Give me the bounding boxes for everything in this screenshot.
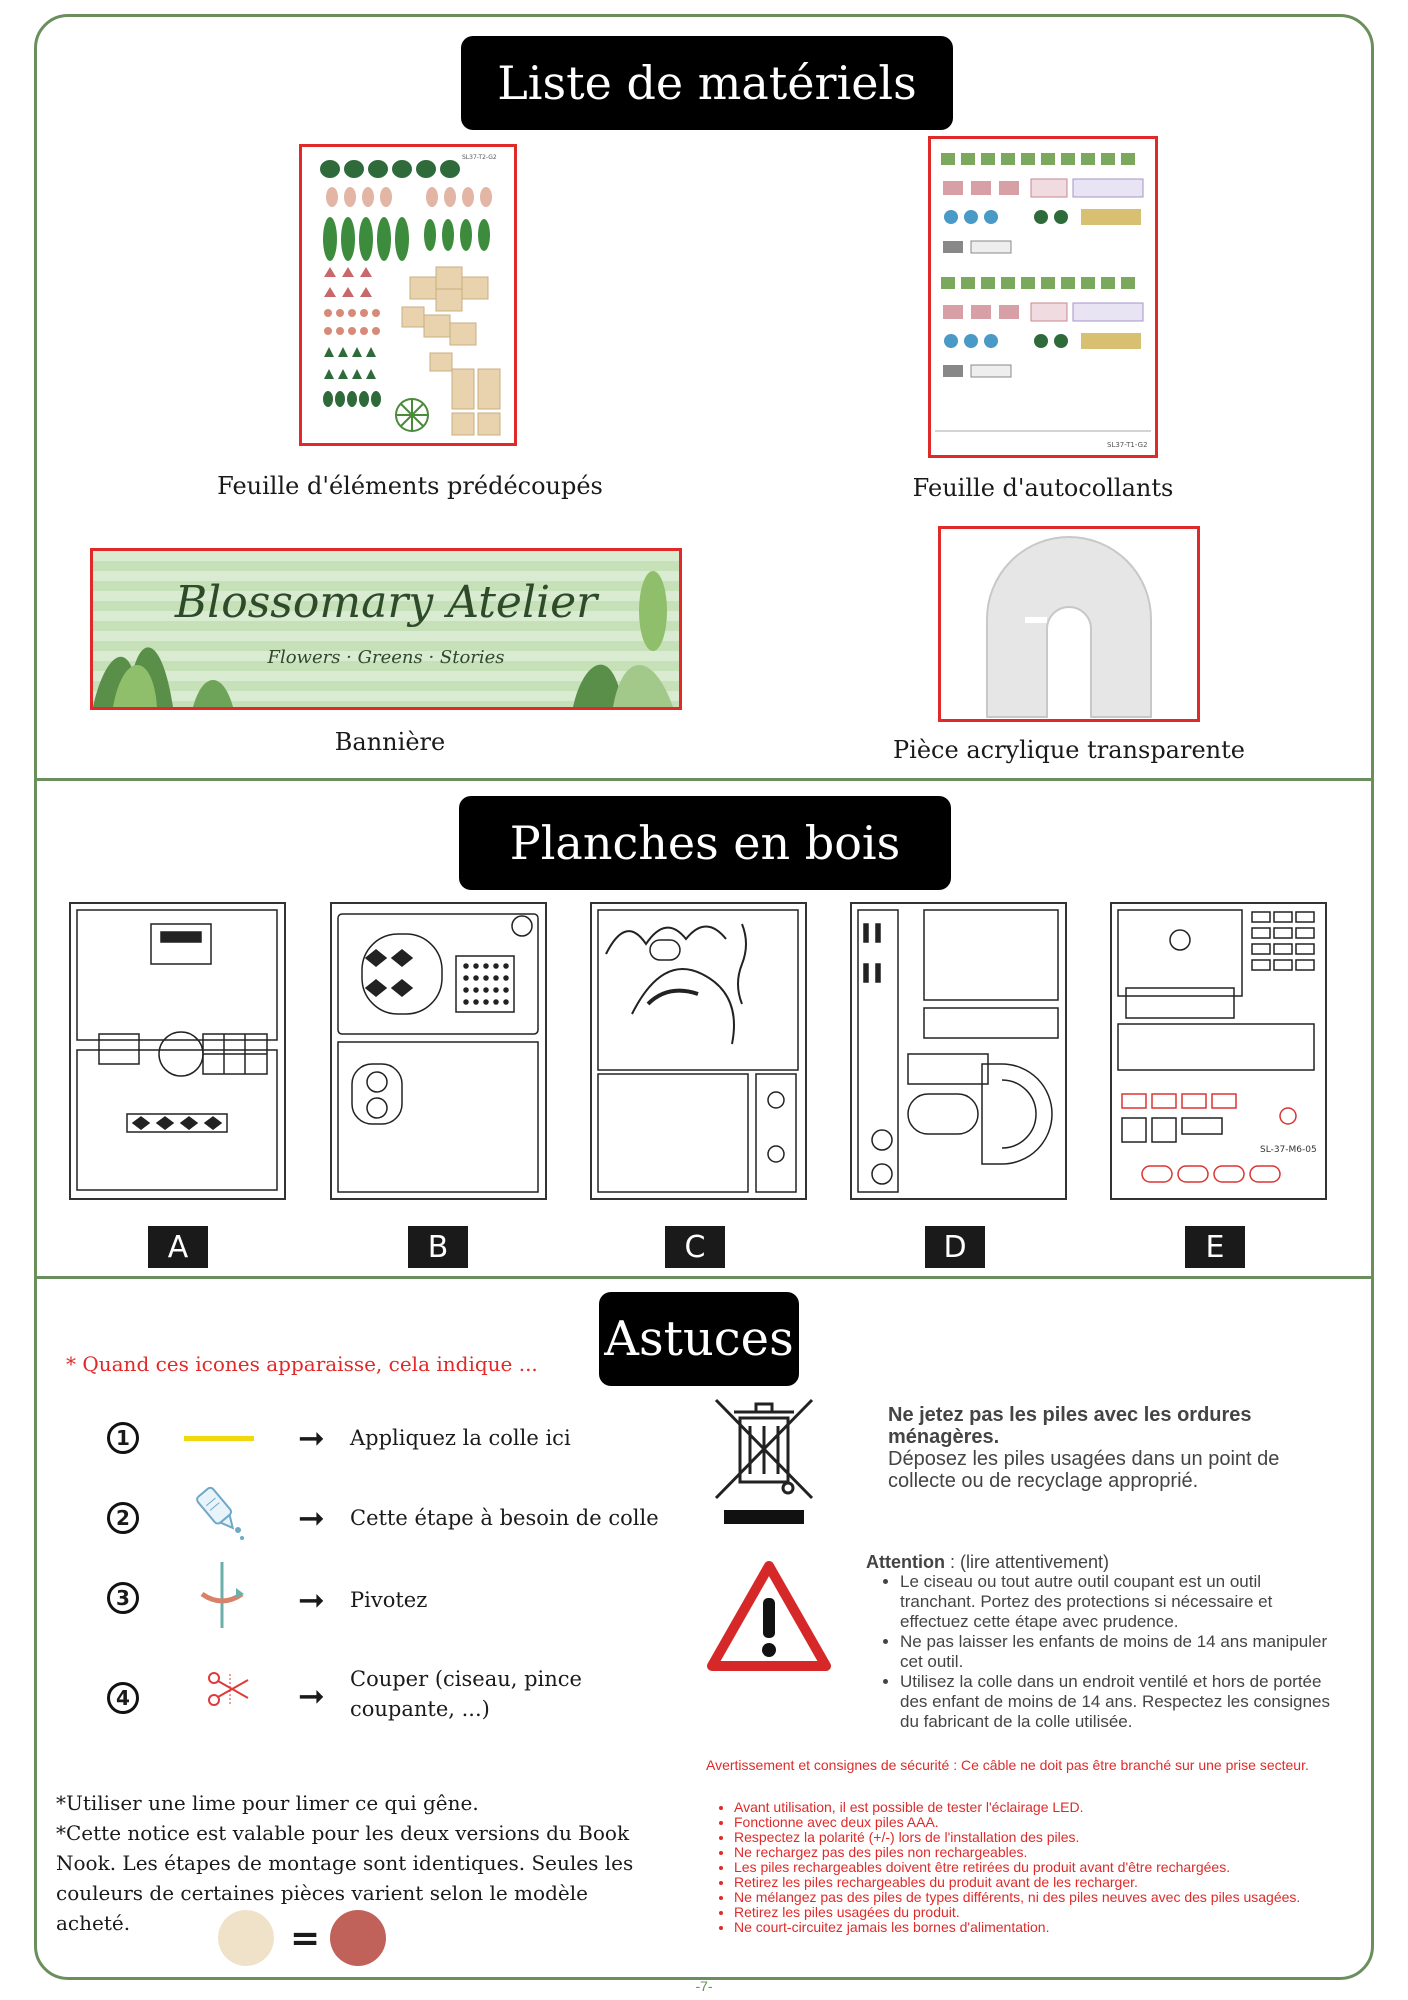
attention-item: Utilisez la colle dans un endroit ventil… xyxy=(900,1672,1340,1732)
board-label-c: C xyxy=(665,1226,725,1268)
safety-item: Retirez les piles usagées du produit. xyxy=(734,1905,1334,1920)
banner-subtitle: Flowers · Greens · Stories xyxy=(267,647,505,668)
page-number: -7- xyxy=(695,1978,713,1994)
board-label-d: D xyxy=(925,1226,985,1268)
arrow-icon: ➞ xyxy=(298,1677,325,1715)
safety-heading: Avertissement et consignes de sécurité :… xyxy=(706,1757,1309,1773)
attention-label: Attention xyxy=(866,1552,945,1572)
tips-intro: * Quand ces icones apparaisse, cela indi… xyxy=(66,1352,538,1376)
acrylic-piece-image xyxy=(938,526,1200,722)
attention-item: Ne pas laisser les enfants de moins de 1… xyxy=(900,1632,1340,1672)
safety-item: Les piles rechargeables doivent être ret… xyxy=(734,1860,1334,1875)
board-label-a: A xyxy=(148,1226,208,1268)
page-frame xyxy=(34,14,1374,1980)
arrow-icon: ➞ xyxy=(298,1499,325,1537)
tip-text-4: Couper (ciseau, pince coupante, ...) xyxy=(350,1667,582,1721)
attention-suffix: : (lire attentivement) xyxy=(944,1552,1110,1572)
safety-item: Respectez la polarité (+/-) lors de l'in… xyxy=(734,1830,1334,1845)
glue-bottle-icon xyxy=(186,1478,250,1546)
sheet-code: SL37-T2-G2 xyxy=(462,154,497,161)
safety-item: Retirez les piles rechargeables du produ… xyxy=(734,1875,1334,1890)
board-c-image xyxy=(590,902,807,1200)
boards-title: Planches en bois xyxy=(459,796,951,890)
board-a-image xyxy=(69,902,286,1200)
tip-text-3: Pivotez xyxy=(350,1588,428,1612)
tip-text-2: Cette étape à besoin de colle xyxy=(350,1506,659,1530)
board-b-image xyxy=(330,902,547,1200)
equals-sign: = xyxy=(290,1918,321,1959)
color-swatch-cream xyxy=(218,1910,274,1966)
tip-number-1: 1 xyxy=(107,1422,139,1454)
section-divider xyxy=(34,1276,1374,1279)
banner-title: Blossomary Atelier xyxy=(174,577,598,628)
board-label-b: B xyxy=(408,1226,468,1268)
safety-item: Fonctionne avec deux piles AAA. xyxy=(734,1815,1334,1830)
safety-item: Avant utilisation, il est possible de te… xyxy=(734,1800,1334,1815)
safety-list: Avant utilisation, il est possible de te… xyxy=(734,1800,1334,1935)
section-divider xyxy=(34,778,1374,781)
attention-heading: Attention : (lire attentivement) xyxy=(866,1552,1109,1573)
version-note: *Cette notice est valable pour les deux … xyxy=(56,1821,634,1935)
acrylic-piece-caption: Pièce acrylique transparente xyxy=(893,736,1245,764)
scissors-icon xyxy=(204,1670,252,1714)
sticker-sheet-caption: Feuille d'autocollants xyxy=(912,474,1174,502)
file-note: *Utiliser une lime pour limer ce qui gên… xyxy=(56,1791,479,1815)
battery-body: Déposez les piles usagées dans un point … xyxy=(888,1448,1280,1492)
battery-heading: Ne jetez pas les piles avec les ordures … xyxy=(888,1404,1252,1448)
sticker-code: SL37-T1-G2 xyxy=(1107,441,1148,449)
tip-number-4: 4 xyxy=(107,1682,139,1714)
materials-title: Liste de matériels xyxy=(461,36,953,130)
arrow-icon: ➞ xyxy=(298,1581,325,1619)
tips-title: Astuces xyxy=(599,1292,799,1386)
color-swatch-rose xyxy=(330,1910,386,1966)
tip-number-3: 3 xyxy=(107,1582,139,1614)
sticker-sheet-image: SL37-T1-G2 xyxy=(928,136,1158,458)
die-cut-sheet-caption: Feuille d'éléments prédécoupés xyxy=(217,472,603,500)
arrow-icon: ➞ xyxy=(298,1419,325,1457)
rotate-icon xyxy=(196,1560,248,1634)
attention-list: Le ciseau ou tout autre outil coupant es… xyxy=(900,1572,1340,1732)
tip-text-1: Appliquez la colle ici xyxy=(350,1426,571,1450)
banner-image: Blossomary Atelier Flowers · Greens · St… xyxy=(90,548,682,710)
board-e-code: SL-37-M6-05 xyxy=(1260,1145,1317,1155)
safety-item: Ne mélangez pas des piles de types diffé… xyxy=(734,1890,1334,1905)
glue-line-icon xyxy=(184,1436,254,1441)
tip-number-2: 2 xyxy=(107,1502,139,1534)
banner-caption: Bannière xyxy=(334,728,446,756)
board-label-e: E xyxy=(1185,1226,1245,1268)
board-e-image: SL-37-M6-05 xyxy=(1110,902,1327,1200)
board-d-image xyxy=(850,902,1067,1200)
die-cut-sheet-image: SL37-T2-G2 xyxy=(299,144,517,446)
crossed-bin-icon xyxy=(712,1394,816,1528)
safety-item: Ne court-circuitez jamais les bornes d'a… xyxy=(734,1920,1334,1935)
attention-item: Le ciseau ou tout autre outil coupant es… xyxy=(900,1572,1340,1632)
warning-triangle-icon xyxy=(706,1560,832,1676)
safety-item: Ne rechargez pas des piles non rechargea… xyxy=(734,1845,1334,1860)
